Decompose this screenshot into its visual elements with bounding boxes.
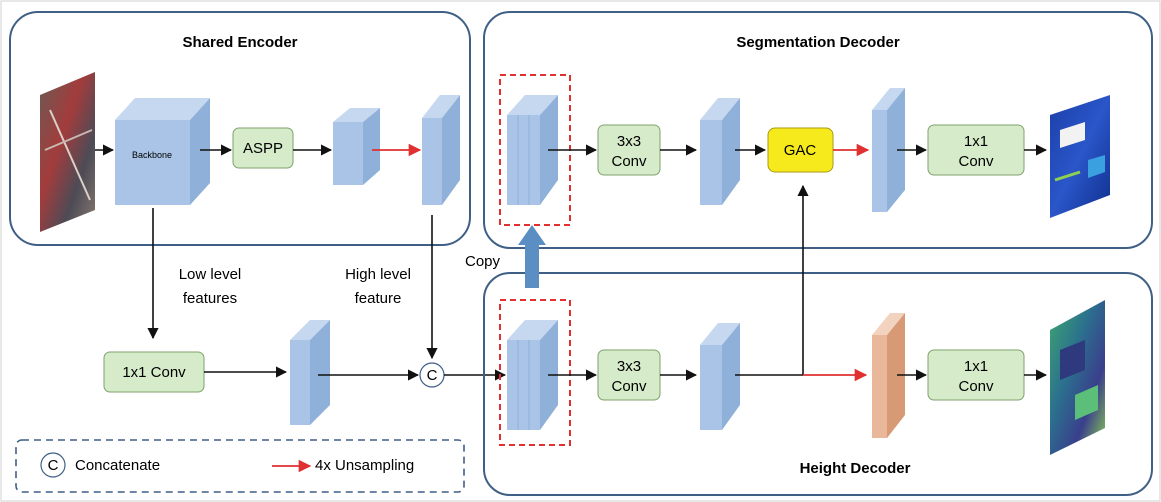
segmentation-decoder-title: Segmentation Decoder [736, 34, 900, 51]
legend: C Concatenate 4x Unsampling [15, 439, 465, 493]
height-decoder-panel: Height Decoder [483, 272, 1153, 496]
aspp-label: ASPP [243, 140, 283, 157]
high-level-label-line2: feature [355, 290, 402, 307]
aspp-block: ASPP [232, 127, 294, 169]
high-level-label-line1: High level [345, 266, 411, 283]
input-image [40, 72, 95, 232]
concat-node: C [419, 362, 445, 388]
seg-conv3x3-label-line2: Conv [611, 153, 647, 170]
seg-conv1x1-block: 1x1 Conv [927, 124, 1025, 176]
conv1x1-low-block: 1x1 Conv [103, 351, 205, 393]
copy-label: Copy [465, 253, 501, 270]
height-conv3x3-block: 3x3 Conv [597, 349, 661, 401]
low-level-label-line1: Low level [179, 266, 242, 283]
seg-conv1x1-label-line2: Conv [958, 153, 994, 170]
seg-feature-slab [700, 98, 740, 205]
height-conv1x1-label-line2: Conv [958, 378, 994, 395]
conv1x1-low-label: 1x1 Conv [122, 364, 186, 381]
low-level-label-line2: features [183, 290, 237, 307]
height-decoder-title: Height Decoder [800, 460, 911, 477]
low-level-feature-slab [290, 320, 330, 425]
legend-concat-symbol: C [48, 457, 59, 474]
seg-conv3x3-block: 3x3 Conv [597, 124, 661, 176]
segmentation-output-image [1050, 95, 1110, 218]
legend-concat-label: Concatenate [75, 457, 160, 474]
backbone-label: Backbone [132, 150, 172, 160]
high-level-feature-slab [422, 95, 460, 205]
gac-label: GAC [784, 142, 817, 159]
backbone-block: Backbone [115, 98, 210, 205]
seg-conv3x3-label-line1: 3x3 [617, 133, 641, 150]
concat-symbol: C [427, 367, 438, 384]
height-conv1x1-label-line1: 1x1 [964, 358, 988, 375]
gac-block[interactable]: GAC [767, 127, 834, 173]
height-upsampled-slab [872, 313, 905, 438]
height-feature-stack [499, 299, 571, 446]
height-conv1x1-block: 1x1 Conv [927, 349, 1025, 401]
legend-concat-icon [40, 452, 66, 478]
seg-conv1x1-label-line1: 1x1 [964, 133, 988, 150]
seg-upsampled-slab [872, 88, 905, 212]
segmentation-decoder-panel: Segmentation Decoder [483, 11, 1153, 249]
legend-upsample-label: 4x Unsampling [315, 457, 414, 474]
height-output-image [1050, 300, 1105, 455]
height-conv3x3-label-line2: Conv [611, 378, 647, 395]
copy-arrow [518, 225, 546, 288]
height-feature-slab [700, 323, 740, 430]
shared-encoder-panel: Shared Encoder [9, 11, 471, 246]
encoder-feature-block [333, 108, 380, 185]
shared-encoder-title: Shared Encoder [182, 34, 297, 51]
height-conv3x3-label-line1: 3x3 [617, 358, 641, 375]
